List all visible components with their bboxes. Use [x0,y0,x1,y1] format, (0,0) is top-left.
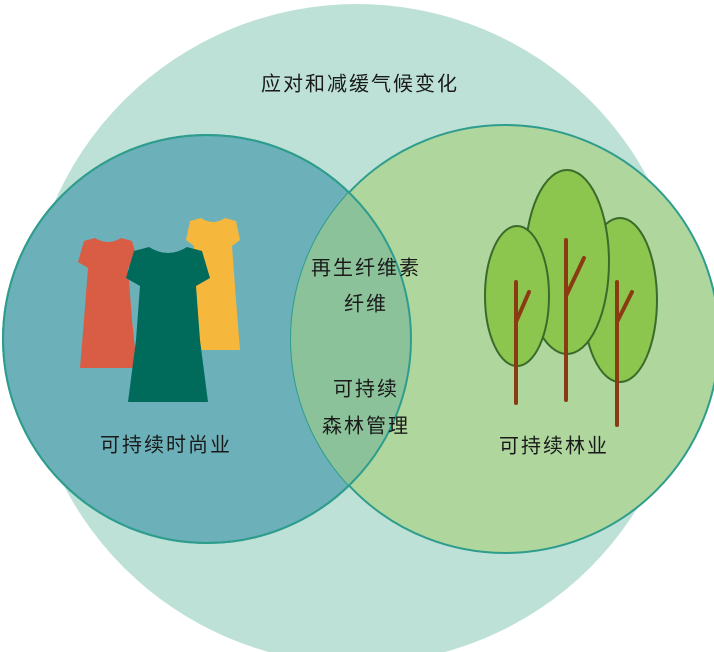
dress-icon [126,247,210,402]
overlap-top-line-1: 再生纤维素 [311,255,421,280]
right-label: 可持续林业 [499,433,609,458]
tree-trunk [615,280,634,427]
dress-icon-group [78,218,240,402]
overlap-bottom-line-2: 森林管理 [322,413,410,438]
tree-trunk [514,280,531,405]
tree-trunk [564,238,586,402]
tree-icon-group [484,169,658,427]
dress-icon [78,238,138,368]
overlap-bottom-line-1: 可持续 [333,376,399,401]
outer-label: 应对和减缓气候变化 [261,71,459,96]
left-label: 可持续时尚业 [100,432,232,457]
left-circle-outline [2,134,412,544]
overlap-top-line-2: 纤维 [344,291,388,316]
